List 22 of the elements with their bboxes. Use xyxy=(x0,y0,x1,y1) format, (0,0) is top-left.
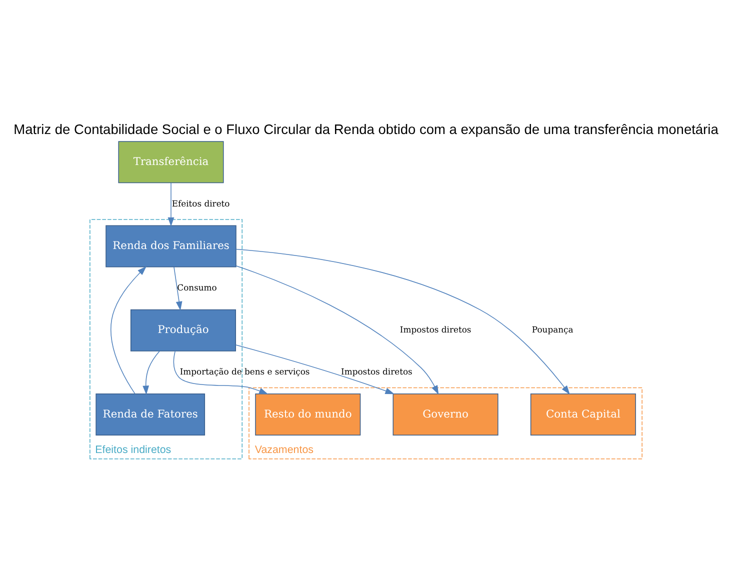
node-box: Renda de Fatores xyxy=(96,393,206,436)
node-box: Transferência xyxy=(118,141,224,184)
edge-label: Importação de bens e serviços xyxy=(180,366,310,377)
arrow xyxy=(235,344,394,394)
node-box: Produção xyxy=(130,309,236,352)
edge-label: Consumo xyxy=(177,282,217,292)
node-box: Governo xyxy=(392,393,498,436)
arrow xyxy=(236,265,439,395)
edge-label: Poupança xyxy=(532,324,574,334)
arrow xyxy=(142,350,160,395)
arrow xyxy=(173,350,268,394)
node-box: Conta Capital xyxy=(530,393,636,436)
edge-label: Impostos diretos xyxy=(341,366,412,377)
arrow xyxy=(174,266,182,311)
arrow xyxy=(236,248,570,395)
edge-label: Efeitos direto xyxy=(172,198,230,208)
arrow xyxy=(110,266,147,394)
arrow xyxy=(168,182,174,227)
diagram-title: Matriz de Contabilidade Social e o Fluxo Circular da Renda obtido com a expansão de uma transferência monetária xyxy=(14,122,718,138)
node-box: Renda dos Familiares xyxy=(106,225,236,268)
edge-label: Impostos diretos xyxy=(400,324,472,334)
node-box: Resto do mundo xyxy=(255,393,361,436)
